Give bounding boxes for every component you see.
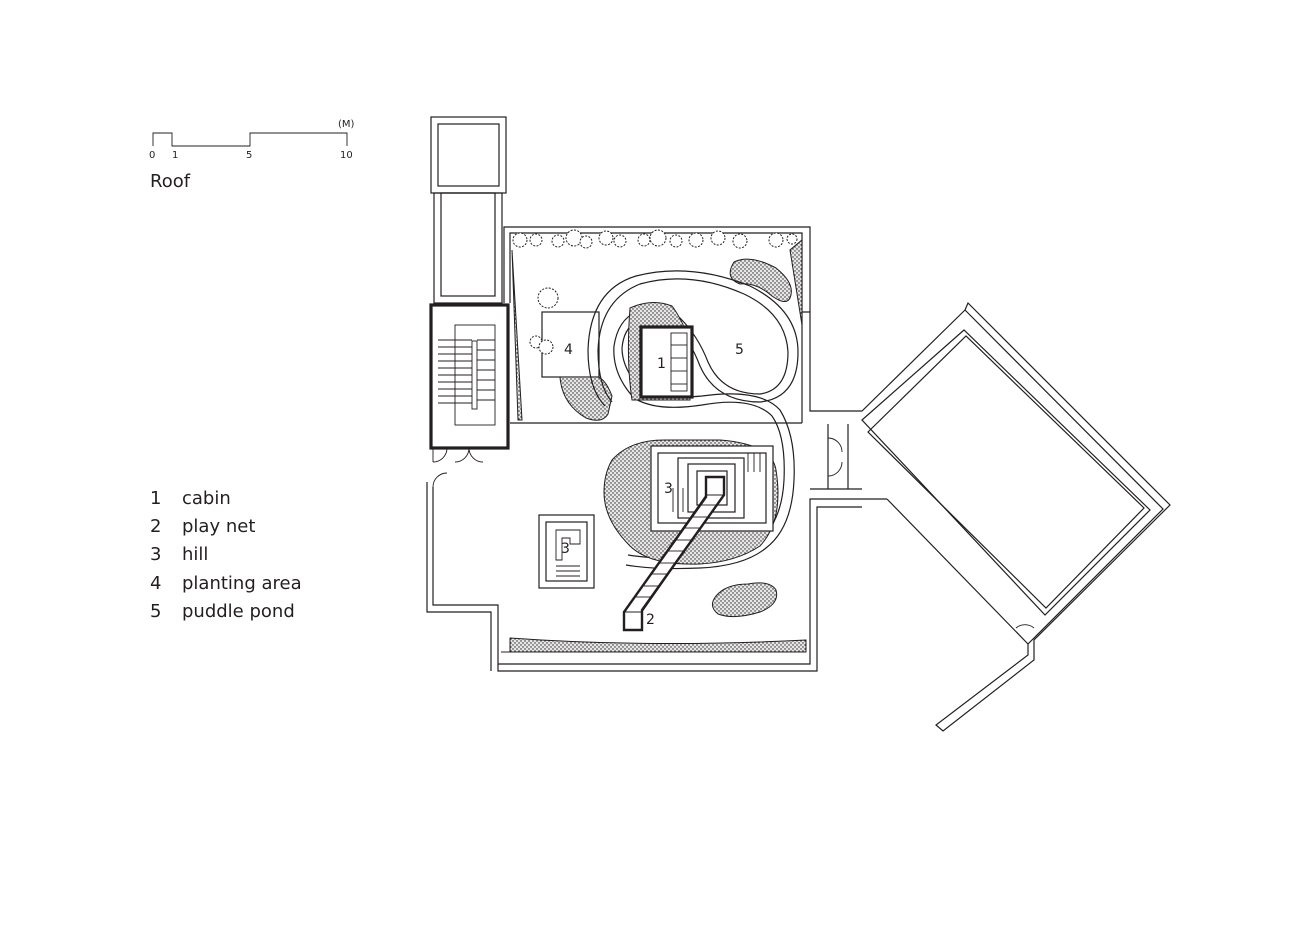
stippled-mound (712, 582, 778, 618)
scale-unit: (M) (338, 119, 355, 130)
label-play-net: 2 (646, 612, 655, 628)
legend-number: 5 (150, 600, 162, 622)
door-swing (432, 472, 448, 488)
play-net: 2 (622, 475, 726, 632)
legend-label: play net (182, 515, 256, 537)
legend-item-hill: 3 hill (150, 541, 302, 569)
tree-row (512, 229, 798, 249)
legend-item-planting-area: 4 planting area (150, 569, 302, 597)
planting-area: 4 (529, 287, 613, 421)
legend-number: 1 (150, 487, 162, 509)
stair-core (429, 303, 510, 488)
hill-steps-east (747, 453, 767, 472)
legend-label: puddle pond (182, 600, 295, 622)
east-link (827, 424, 849, 489)
legend-number: 2 (150, 515, 162, 537)
planting-strips (509, 238, 807, 653)
scale-tick-5: 5 (246, 150, 252, 161)
double-door-swing (454, 447, 484, 463)
legend-item-puddle-pond: 5 puddle pond (150, 597, 302, 625)
legend-item-play-net: 2 play net (150, 512, 302, 540)
hill-small: 3 (538, 514, 595, 589)
legend-label: hill (182, 544, 209, 566)
stair-treads (438, 339, 495, 404)
label-hill-main: 3 (664, 481, 673, 497)
play-net-rungs (636, 504, 716, 598)
legend-number: 3 (150, 544, 162, 566)
legend-item-cabin: 1 cabin (150, 484, 302, 512)
legend-number: 4 (150, 572, 162, 594)
scale-tick-0: 0 (149, 150, 155, 161)
small-hill-steps (556, 565, 580, 582)
roof-shaft (430, 116, 507, 304)
east-wing (861, 301, 1171, 732)
hill-steps-west (672, 488, 684, 512)
scale-bar: (M) 0 1 5 10 (149, 119, 355, 161)
legend-label: planting area (182, 572, 302, 594)
drawing-title: Roof (150, 171, 191, 192)
scale-tick-10: 10 (340, 150, 353, 161)
scale-tick-1: 1 (172, 150, 178, 161)
label-hill-small: 3 (561, 541, 570, 557)
label-planting-area: 4 (564, 342, 573, 358)
hill-main: 3 (603, 439, 779, 565)
legend: 1 cabin 2 play net 3 hill 4 planting are… (150, 484, 302, 625)
legend-label: cabin (182, 487, 231, 509)
label-cabin: 1 (657, 356, 666, 372)
label-puddle-pond: 5 (735, 342, 744, 358)
door-swing (432, 447, 448, 463)
cabin: 1 (627, 302, 694, 401)
